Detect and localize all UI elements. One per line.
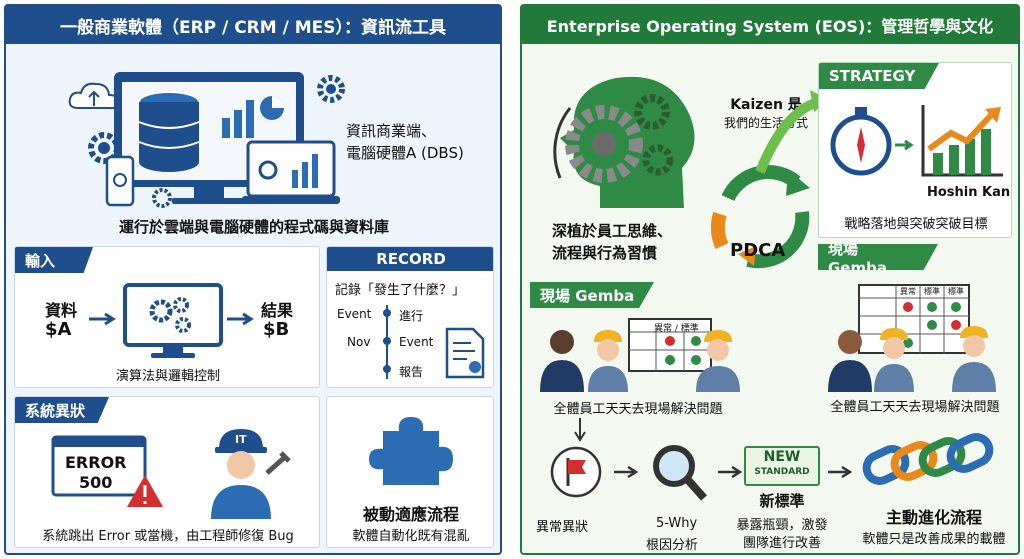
flow-step3-title: 新標準 — [759, 492, 805, 510]
gear-icon — [317, 75, 345, 103]
gemba-right-header-2: 標準 — [924, 287, 940, 296]
kaizen-line1: Kaizen 是 — [730, 97, 802, 113]
pdca-cycle-icon — [710, 90, 830, 269]
input-section: 輸入 資料 $A 結果 $B 演算法與邏輯控制 — [14, 246, 320, 388]
new-badge-line1: NEW — [763, 449, 801, 465]
passive-title: 被動適應流程 — [362, 505, 459, 524]
gemba-left-tab: 現場 Gemba — [530, 282, 654, 308]
strategy-tab: STRATEGY — [819, 63, 939, 89]
result-var: $B — [263, 319, 290, 340]
error-line2: 500 — [79, 473, 113, 492]
warning-icon — [127, 475, 163, 507]
record-section: RECORD 記錄「發生了什麼？」 Event 進行 Nov Event 報告 — [326, 246, 494, 388]
compass-icon — [830, 107, 892, 176]
monitor-gears-icon — [123, 283, 223, 358]
arrow-right-icon — [614, 465, 639, 479]
arrow-right-icon — [718, 465, 743, 479]
head-gears-icon — [553, 76, 695, 208]
arrow-down-icon — [574, 418, 586, 442]
growth-chart-icon — [921, 105, 1003, 177]
phone-icon — [105, 155, 135, 207]
workers-group-icon — [540, 330, 740, 392]
record-question: 記錄「發生了什麼？」 — [335, 283, 466, 298]
strategy-section: STRATEGY Hoshin Kanri 戰略落地與突破突破目標 — [818, 62, 1012, 238]
arrow-right-icon — [895, 139, 914, 151]
flow-step2-line1: 5-Why — [656, 516, 698, 531]
mind-line1: 深植於員工思維、 — [552, 222, 673, 240]
passive-section: 被動適應流程 軟體自動化既有混亂 — [326, 396, 494, 548]
data-label: 資料 — [45, 301, 78, 320]
laptop-icon — [242, 140, 340, 204]
database-icon — [138, 91, 200, 172]
record-tab: RECORD — [327, 247, 493, 271]
passive-caption: 軟體自動化既有混亂 — [352, 529, 470, 544]
timeline-icon — [383, 305, 391, 379]
record-row1-left: Event — [337, 307, 372, 321]
magnifier-icon — [653, 445, 707, 501]
flow-step3-line1: 暴露瓶頸，激發 — [736, 518, 828, 533]
gemba-left-header: 異常 / 標準 — [654, 324, 699, 334]
gemba-left-section: 現場 Gemba 異常 / 標準 全體員工天天去現場解決問題 — [530, 282, 746, 422]
input-tab: 輸入 — [15, 247, 93, 273]
document-icon — [445, 327, 485, 379]
kaizen-line2: 我們的生活方式 — [723, 116, 808, 130]
engineer-icon — [211, 429, 291, 519]
gemba-right-header-3: 標準 — [948, 287, 964, 296]
record-row3-right: 報告 — [399, 365, 424, 379]
flow-step1: 異常異狀 — [536, 520, 589, 535]
workers-group-icon — [828, 326, 996, 392]
left-title: 一般商業軟體（ERP / CRM / MES）：資訊流工具 — [6, 6, 500, 44]
gemba-right-caption: 全體員工天天去現場解決問題 — [830, 400, 1000, 415]
gemba-left-caption: 全體員工天天去現場解決問題 — [553, 402, 723, 417]
new-badge-line2: STANDARD — [754, 467, 810, 477]
record-row1-right: 進行 — [399, 309, 424, 323]
db-label-line2: 電腦硬體A (DBS) — [346, 144, 464, 162]
gemba-board-icon — [858, 284, 970, 354]
anomaly-tab: 系統異狀 — [15, 397, 109, 423]
record-row2-right: Event — [399, 335, 434, 349]
pdca-label: PDCA — [730, 240, 786, 261]
hoshin-label: Hoshin Kanri — [927, 185, 1012, 200]
arrow-right-icon — [227, 312, 254, 326]
new-standard-badge — [744, 446, 820, 486]
strategy-caption: 戰略落地與突破突破目標 — [844, 217, 988, 232]
gemba-right-section: 現場 Gemba 異常 標準 標準 全體員工天天去現場解決問題 — [818, 244, 1012, 422]
arrow-right-icon — [828, 465, 853, 479]
flow-step4-title: 主動進化流程 — [885, 508, 982, 527]
chain-links-icon — [862, 433, 994, 485]
arrow-right-icon — [89, 312, 116, 326]
right-title: Enterprise Operating System (EOS)：管理哲學與文… — [522, 6, 1018, 44]
db-label-line1: 資訊商業端、 — [346, 122, 437, 140]
anomaly-caption: 系統跳出 Error 或當機，由工程師修復 Bug — [42, 529, 294, 544]
right-panel: Enterprise Operating System (EOS)：管理哲學與文… — [520, 4, 1020, 555]
anomaly-section: 系統異狀 ERROR 500 IT 系統跳出 Error 或當機，由工程師修復 … — [14, 396, 320, 548]
database-section: 資訊商業端、 電腦硬體A (DBS) 運行於雲端與電腦硬體的程式碼與資料庫 — [14, 50, 494, 240]
mind-line2: 流程與行為習慣 — [552, 244, 658, 262]
db-caption: 運行於雲端與電腦硬體的程式碼與資料庫 — [118, 218, 389, 236]
record-row2-left: Nov — [347, 335, 371, 349]
gemba-board-icon — [628, 318, 712, 372]
gear-icon — [152, 188, 172, 208]
flow-step3-line2: 團隊進行改善 — [742, 536, 821, 551]
data-var: $A — [45, 319, 72, 340]
it-badge: IT — [235, 433, 247, 446]
left-panel: 一般商業軟體（ERP / CRM / MES）：資訊流工具 — [4, 4, 502, 555]
flow-step2-line2: 根因分析 — [646, 538, 699, 553]
error-line1: ERROR — [65, 453, 127, 472]
gemba-right-header-1: 異常 — [900, 287, 916, 296]
puzzle-icon — [369, 417, 453, 485]
red-flag-icon — [550, 446, 602, 498]
gemba-right-tab: 現場 Gemba — [818, 244, 938, 270]
input-caption: 演算法與邏輯控制 — [115, 369, 220, 384]
flow-step4-caption: 軟體只是改善成果的載體 — [862, 532, 1006, 547]
error-window-icon — [51, 435, 147, 497]
result-label: 結果 — [261, 301, 294, 320]
